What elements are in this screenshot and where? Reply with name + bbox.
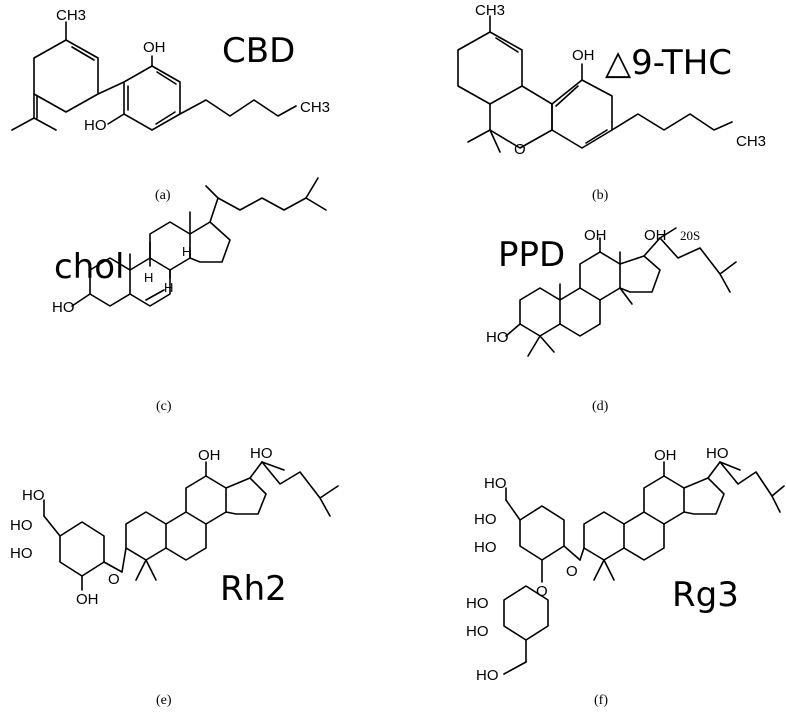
molecule-name-ppd: PPD xyxy=(498,235,565,275)
oh-label: OH xyxy=(654,447,677,464)
ho-label: HO xyxy=(10,545,33,562)
glycosidic-oxygen-label: O xyxy=(108,571,120,588)
caption-f: (f) xyxy=(594,693,608,708)
structure-rh2 xyxy=(43,461,339,591)
ho-label: HO xyxy=(474,511,497,528)
h-label: H xyxy=(144,270,153,285)
ho-label: HO xyxy=(466,595,489,612)
molecule-name-thc: △9-THC xyxy=(605,43,732,83)
molecule-name-rg3: Rg3 xyxy=(672,575,739,615)
ho-label: HO xyxy=(476,667,499,684)
ch3-label: CH3 xyxy=(300,99,330,116)
structure-thc xyxy=(457,15,733,153)
h-label: H xyxy=(164,280,173,295)
oh-label: OH xyxy=(644,227,667,244)
glycosidic-oxygen-label: O xyxy=(566,563,578,580)
molecule-name-rh2: Rh2 xyxy=(220,569,287,609)
ho-label: HO xyxy=(84,117,107,134)
glycosidic-oxygen-label: O xyxy=(536,583,548,600)
molecule-name-cbd: CBD xyxy=(222,31,295,71)
structure-cbd xyxy=(11,21,297,131)
caption-c: (c) xyxy=(156,399,172,414)
stereo-label: 20S xyxy=(680,228,700,243)
ho-label: HO xyxy=(52,299,75,316)
caption-a: (a) xyxy=(155,188,171,203)
oh-label: OH xyxy=(572,47,595,64)
ch3-label: CH3 xyxy=(56,7,86,24)
oh-label: OH xyxy=(143,39,166,56)
caption-e: (e) xyxy=(156,693,172,708)
oh-label: OH xyxy=(198,447,221,464)
oh-label: OH xyxy=(584,227,607,244)
structure-ppd xyxy=(505,227,737,357)
ho-label: HO xyxy=(10,517,33,534)
caption-d: (d) xyxy=(592,399,609,414)
oh-label: HO xyxy=(250,445,273,462)
caption-b: (b) xyxy=(592,188,609,203)
ho-label: HO xyxy=(486,329,509,346)
ho-label: HO xyxy=(474,539,497,556)
ho-label: HO xyxy=(706,445,729,462)
oh-label: OH xyxy=(76,591,99,608)
ch3-label: CH3 xyxy=(736,133,766,150)
ho-label: HO xyxy=(22,487,45,504)
structure-cholesterol xyxy=(71,177,327,307)
ho-label: HO xyxy=(466,623,489,640)
molecule-name-chol: chol xyxy=(54,247,125,287)
structure-rg3 xyxy=(503,461,785,675)
ring-oxygen-label: O xyxy=(514,141,526,158)
ho-label: HO xyxy=(484,475,507,492)
h-label: H xyxy=(182,244,191,259)
ch3-label: CH3 xyxy=(475,2,505,19)
